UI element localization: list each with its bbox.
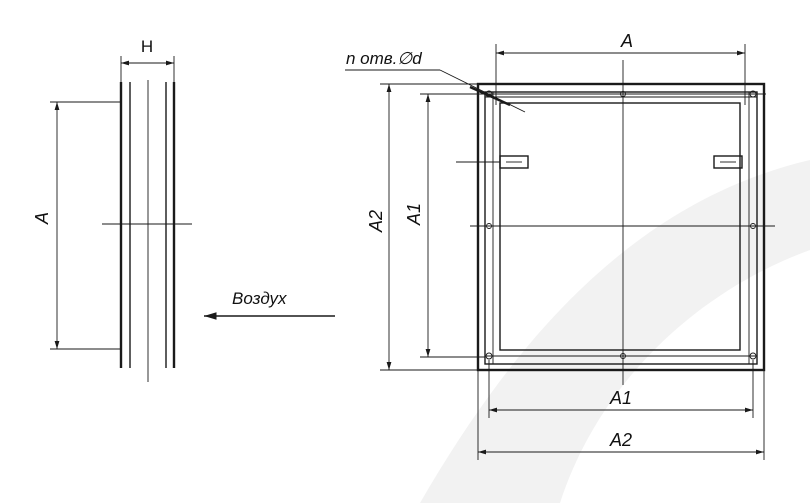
a2-horizontal-dimension: A2: [477, 370, 765, 460]
a2-vertical-dimension: A2: [366, 84, 392, 370]
h-dimension: H: [120, 37, 175, 82]
side-view: H A: [32, 37, 192, 382]
h-dimension-label: H: [141, 37, 153, 56]
watermark-swoosh: [420, 160, 810, 503]
a-side-dimension-label: A: [32, 212, 52, 225]
a1-horizontal-label: A1: [609, 388, 632, 408]
a2-vertical-label: A2: [366, 210, 386, 233]
left-handle: [456, 155, 529, 169]
a-side-dimension: A: [32, 101, 121, 350]
a2-horizontal-label: A2: [609, 430, 632, 450]
airflow-indicator: Воздух: [204, 289, 335, 320]
front-view: n отв.∅d A A2 A1 A1: [345, 31, 775, 460]
a-top-dimension-label: A: [620, 31, 633, 51]
a1-vertical-dimension: A1: [404, 94, 431, 357]
holes-callout-label: n отв.∅d: [346, 49, 422, 68]
a1-horizontal-dimension: A1: [488, 360, 754, 418]
airflow-label: Воздух: [232, 289, 287, 308]
a-top-dimension: A: [495, 31, 746, 105]
mounting-holes: [485, 90, 757, 360]
right-handle: [713, 155, 743, 169]
holes-callout: n отв.∅d: [345, 49, 526, 113]
a1-vertical-label: A1: [404, 203, 424, 226]
